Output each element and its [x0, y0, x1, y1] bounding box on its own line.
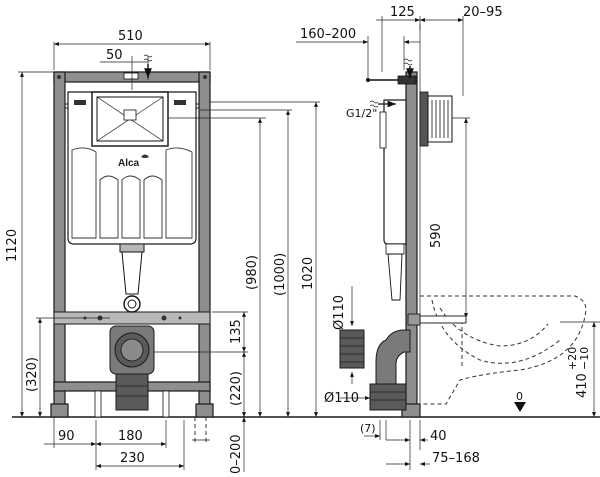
dim-20-95: 20–95	[463, 5, 503, 20]
dim-dia-110-bottom: Ø110	[324, 391, 359, 406]
dim-75-168: 75–168	[432, 451, 480, 466]
front-view: Alca	[50, 71, 214, 418]
mounting-bolt	[419, 315, 467, 324]
dim-220: (220)	[229, 371, 244, 406]
right-foot	[195, 403, 214, 418]
left-post	[53, 71, 66, 411]
side-dimensions: 125 20–95 160–200 590 Ø110 Ø110 410 +20 …	[296, 5, 600, 470]
drain-pipe-front	[115, 373, 149, 411]
front-dimensions: 510 50 1120 (320) (980) (1000) 1020	[5, 29, 320, 474]
drain-pipe-side	[369, 383, 407, 411]
flush-pipe	[121, 251, 143, 295]
brand-logo: Alca	[118, 158, 140, 169]
dim-980: (980)	[245, 255, 260, 290]
zero-label: 0	[516, 390, 523, 403]
tol-plus: +20	[566, 347, 579, 370]
dim-410: 410	[575, 373, 590, 398]
dim-1000: (1000)	[273, 253, 288, 296]
logo-icon	[141, 154, 149, 158]
side-view: G1/2" 0	[339, 24, 587, 418]
dim-590: 590	[429, 223, 444, 248]
drain-elbow-side	[375, 329, 411, 391]
dim-40: 40	[430, 429, 447, 444]
floor-zero-marker	[514, 402, 526, 412]
dim-135: 135	[229, 319, 244, 344]
side-frame-post	[405, 71, 418, 411]
dim-height-total: 1120	[5, 229, 20, 262]
thread-label: G1/2"	[346, 107, 377, 120]
dim-width-total: 510	[118, 29, 143, 44]
dim-180: 180	[118, 429, 143, 444]
dim-90: 90	[58, 429, 75, 444]
tol-minus: −10	[578, 347, 591, 370]
dim-320: (320)	[25, 357, 40, 392]
dim-offset-top: 50	[106, 48, 123, 63]
left-foot	[50, 403, 69, 418]
water-wave-icon	[143, 54, 153, 62]
dim-160-200: 160–200	[300, 27, 356, 42]
dim-0-200: 0–200	[229, 434, 244, 474]
dim-7: (7)	[360, 422, 376, 435]
dim-230: 230	[120, 451, 145, 466]
wc-bowl-outline	[420, 295, 587, 405]
dim-125: 125	[390, 5, 415, 20]
dim-dia-110-top: Ø110	[332, 295, 347, 330]
dim-1020: 1020	[301, 257, 316, 290]
right-post	[198, 71, 211, 411]
water-wave-icon-side	[403, 58, 413, 66]
side-tank	[383, 99, 407, 245]
